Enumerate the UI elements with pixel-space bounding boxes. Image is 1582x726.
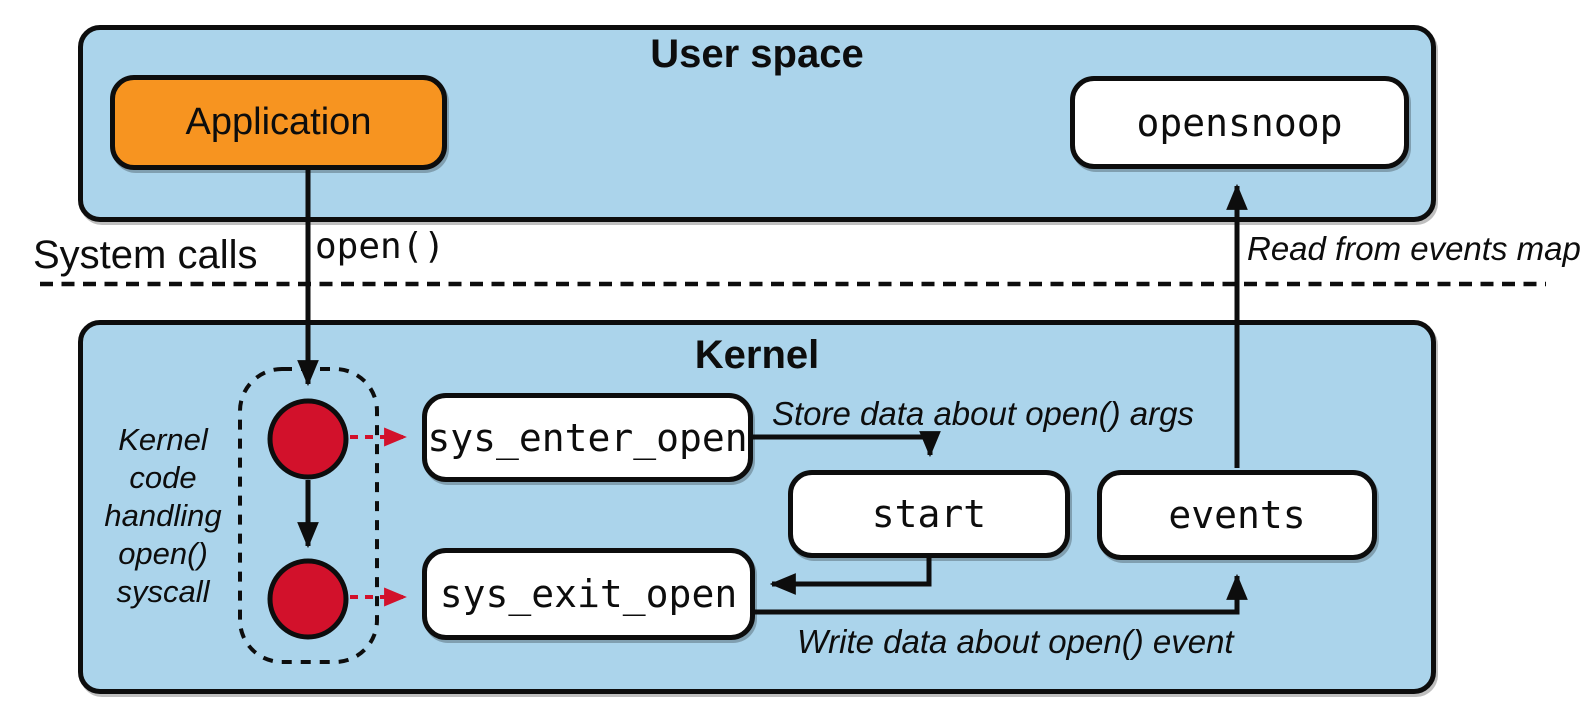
kernel-title: Kernel	[694, 333, 820, 377]
read-events-note: Read from events map	[1247, 230, 1581, 267]
sys-exit-open-node: sys_exit_open	[422, 548, 755, 640]
user-space-title: User space	[650, 32, 864, 76]
application-label: Application	[185, 101, 372, 143]
start-map-label: start	[871, 492, 987, 536]
open-call-label: open()	[315, 226, 446, 267]
sys-exit-open-label: sys_exit_open	[439, 572, 738, 616]
store-data-note: Store data about open() args	[772, 395, 1194, 432]
events-map-label: events	[1168, 493, 1306, 537]
system-calls-label: System calls	[33, 233, 258, 277]
application-node: Application	[110, 75, 447, 170]
opensnoop-label: opensnoop	[1136, 100, 1343, 145]
write-data-note: Write data about open() event	[797, 623, 1234, 660]
tracepoint-group-note: Kernel code handling open() syscall	[104, 422, 222, 609]
events-map-node: events	[1097, 470, 1377, 560]
opensnoop-node: opensnoop	[1070, 76, 1409, 169]
sys-enter-open-node: sys_enter_open	[422, 393, 753, 482]
start-map-node: start	[788, 470, 1070, 558]
sys-enter-open-label: sys_enter_open	[427, 415, 748, 460]
